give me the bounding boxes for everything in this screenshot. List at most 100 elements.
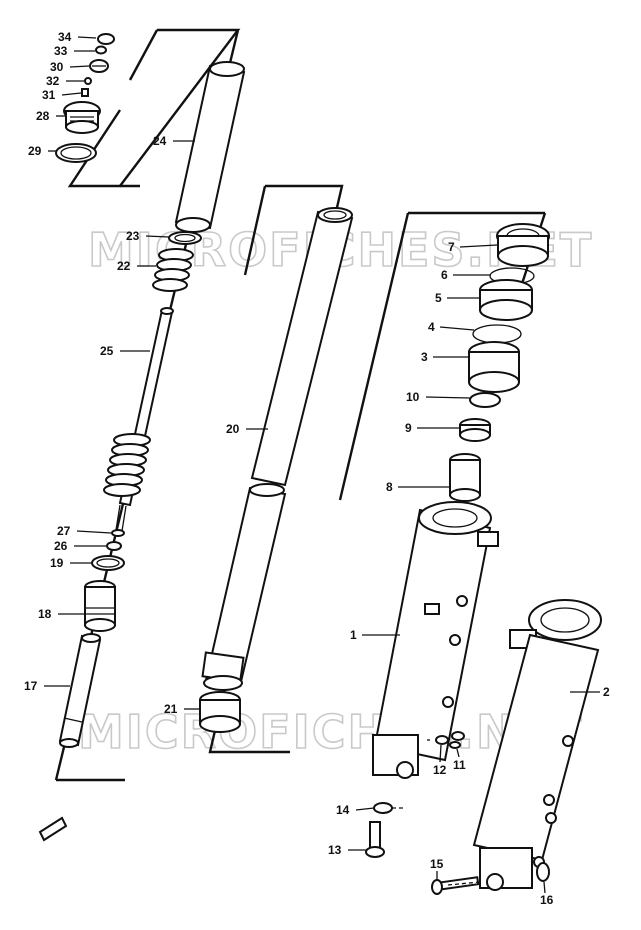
callout-label: 14 [336,803,350,817]
part-26-nut [106,541,122,551]
callout-label: 19 [50,556,64,570]
callout-17: 17 [24,679,70,693]
callout-33: 33 [54,44,95,58]
callout-label: 4 [428,320,435,334]
part-20-inner-tube [201,207,354,691]
part-7-dust-seal [496,223,550,267]
part-14-gasket [373,802,393,814]
callout-31: 31 [42,88,82,102]
callout-label: 11 [453,758,466,772]
part-24-spacer-tube [174,61,246,233]
callout-16: 16 [540,881,554,907]
callout-label: 34 [58,30,72,44]
callout-4: 4 [428,320,475,334]
callout-15: 15 [430,857,444,880]
callout-2: 2 [570,685,610,699]
callout-10: 10 [406,390,471,404]
callout-label: 32 [46,74,60,88]
callout-25: 25 [100,344,150,358]
callout-label: 8 [386,480,393,494]
callout-21: 21 [164,702,200,716]
part-30-nut [89,59,109,73]
callout-11: 11 [453,748,466,772]
part-22-spring [152,248,194,292]
callout-label: 23 [126,229,140,243]
callout-1: 1 [350,628,400,642]
part-11-bleed-screw [449,731,465,749]
part-13-drain-bolt [365,821,385,858]
part-2-outer-tube-right [472,599,602,891]
callout-20: 20 [226,422,268,436]
callout-label: 3 [421,350,428,364]
part-9-collar [459,418,491,442]
part-29-o-ring [55,143,97,163]
callout-label: 25 [100,344,114,358]
callout-label: 20 [226,422,240,436]
callout-label: 5 [435,291,442,305]
part-25-damper-rod [103,307,174,532]
callout-label: 7 [448,240,455,254]
part-27-washer [111,529,125,537]
part-23-washer [168,231,202,245]
part-18-piston [84,580,116,632]
callout-label: 9 [405,421,412,435]
part-32-ball [84,77,92,85]
callout-12: 12 [433,744,447,777]
callout-24: 24 [153,134,195,148]
callout-label: 1 [350,628,357,642]
watermark-bottom: MICROFICHES.NET [78,705,583,759]
callout-label: 18 [38,607,52,621]
callout-label: 22 [117,259,131,273]
part-34-cap-ring [97,33,115,45]
callout-label: 16 [540,893,554,907]
callout-19: 19 [50,556,92,570]
callout-label: 29 [28,144,42,158]
callout-label: 13 [328,843,342,857]
part-12-washer [435,735,449,745]
part-19-oil-lock-piece [91,555,125,571]
callout-label: 28 [36,109,50,123]
callout-label: 24 [153,134,167,148]
part-31-pin [81,88,89,97]
part-3-guide-bushing [468,341,520,393]
callout-7: 7 [448,240,498,254]
guide-lines [392,739,481,886]
callout-29: 29 [28,144,56,158]
callout-label: 6 [441,268,448,282]
callout-label: 30 [50,60,64,74]
part-4-seal-spacer [472,324,522,344]
part-8-inner-slide [449,453,481,502]
callout-6: 6 [441,268,490,282]
callout-label: 15 [430,857,444,871]
part-15-axle-bolt [431,876,480,895]
callout-26: 26 [54,539,106,553]
part-21-bushing [199,691,241,733]
callout-27: 27 [57,524,112,538]
part-10-ring [469,392,501,408]
callout-32: 32 [46,74,84,88]
callout-label: 33 [54,44,68,58]
callout-label: 10 [406,390,420,404]
callout-9: 9 [405,421,460,435]
callout-label: 12 [433,763,447,777]
callout-14: 14 [336,803,375,817]
callout-label: 26 [54,539,68,553]
callout-label: 27 [57,524,71,538]
callout-8: 8 [386,480,450,494]
callout-3: 3 [421,350,469,364]
callout-22: 22 [117,259,156,273]
front-direction-arrow [38,816,68,842]
callout-28: 28 [36,109,65,123]
part-1-outer-tube-left [372,501,499,779]
part-17-cylinder [58,633,102,748]
callout-label: 31 [42,88,56,102]
callout-34: 34 [58,30,97,44]
callout-label: 2 [603,685,610,699]
callout-5: 5 [435,291,480,305]
callout-23: 23 [126,229,170,243]
callout-30: 30 [50,60,90,74]
callout-18: 18 [38,607,84,621]
part-28-fork-cap [63,101,101,134]
callout-label: 21 [164,702,178,716]
